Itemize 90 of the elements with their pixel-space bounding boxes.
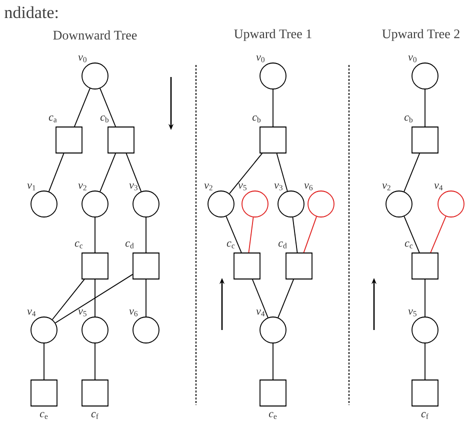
- connector-line: [424, 343, 426, 380]
- connector-line: [272, 89, 274, 127]
- square-node: [412, 126, 438, 154]
- heading: Upward Tree 1: [234, 29, 312, 41]
- heading: Upward Tree 2: [382, 29, 460, 41]
- square-node: [412, 252, 438, 280]
- node-label: v$_{1}$: [27, 184, 36, 190]
- square-node: [260, 126, 286, 154]
- node-label: v$_{3}$: [129, 184, 138, 190]
- node-label: c$_{f}$: [421, 412, 428, 419]
- connector-line: [252, 279, 268, 318]
- node-label: c$_{d}$: [278, 241, 287, 248]
- node-label: c$_{b}$: [404, 115, 413, 122]
- node-label: c$_{a}$: [48, 115, 57, 122]
- connector-line: [226, 216, 242, 253]
- connector-line: [100, 88, 116, 127]
- connector-line: [424, 89, 426, 127]
- node-label: v$_{5}$: [78, 310, 86, 316]
- node-label: v$_{4}$: [434, 184, 443, 190]
- square-node: [30, 380, 58, 406]
- circle-node: [82, 62, 108, 90]
- circle-node: [386, 190, 412, 218]
- connector-line: [48, 153, 64, 192]
- circle-node: [412, 316, 438, 344]
- node-label: c$_{d}$: [125, 241, 134, 248]
- square-node: [82, 252, 108, 280]
- connector-line: [276, 153, 288, 192]
- node-label: c$_{e}$: [40, 412, 48, 419]
- node-label: v$_{2}$: [78, 184, 86, 190]
- circle-node: [242, 190, 268, 218]
- connector-line: [74, 88, 90, 127]
- connector-line: [54, 274, 133, 324]
- square-node: [82, 380, 108, 406]
- square-node: [56, 126, 82, 154]
- heading: Downward Tree: [53, 30, 137, 40]
- circle-node: [308, 190, 334, 218]
- connector-line: [126, 153, 142, 192]
- node-label: c$_{b}$: [252, 115, 261, 122]
- connector-line: [100, 153, 116, 192]
- heading: ndidate:: [4, 6, 58, 18]
- node-label: v$_{4}$: [27, 310, 36, 316]
- node-label: v$_{6}$: [129, 310, 138, 316]
- node-label: v$_{0}$: [256, 56, 264, 62]
- connector-line: [292, 216, 298, 253]
- connector-line: [229, 153, 263, 194]
- connector-line: [303, 216, 317, 253]
- circle-node: [132, 190, 160, 218]
- circle-node: [438, 190, 464, 218]
- node-label: c$_{c}$: [226, 241, 235, 248]
- node-label: c$_{b}$: [100, 115, 109, 122]
- circle-node: [82, 190, 108, 218]
- connector-line: [404, 216, 420, 253]
- square-node: [260, 380, 286, 406]
- connector-line: [404, 153, 420, 192]
- node-label: v$_{4}$: [256, 310, 265, 316]
- node-label: v$_{2}$: [204, 184, 212, 190]
- connector-line: [424, 279, 426, 317]
- node-label: v$_{3}$: [274, 184, 282, 190]
- node-label: v$_{0}$: [78, 56, 86, 62]
- node-label: v$_{6}$: [304, 184, 313, 190]
- connector-line: [94, 217, 96, 253]
- circle-node: [412, 62, 438, 90]
- circle-node: [82, 316, 108, 344]
- square-node: [412, 380, 438, 406]
- connector-line: [430, 216, 446, 253]
- node-label: c$_{c}$: [404, 241, 413, 248]
- node-label: v$_{0}$: [408, 56, 416, 62]
- node-label: c$_{f}$: [91, 412, 98, 419]
- connector-line: [94, 343, 96, 380]
- circle-node: [278, 190, 304, 218]
- circle-node: [30, 190, 58, 218]
- circle-node: [208, 190, 234, 218]
- circle-node: [260, 316, 286, 344]
- node-label: c$_{c}$: [74, 241, 83, 248]
- square-node: [286, 252, 312, 280]
- connector-line: [94, 279, 96, 317]
- node-label: v$_{2}$: [382, 184, 390, 190]
- connector-line: [52, 279, 85, 320]
- connector-line: [248, 216, 254, 253]
- circle-node: [30, 316, 58, 344]
- square-node: [108, 126, 134, 154]
- node-label: v$_{5}$: [238, 184, 246, 190]
- square-node: [234, 252, 260, 280]
- square-node: [132, 252, 160, 280]
- circle-node: [260, 62, 286, 90]
- node-label: c$_{e}$: [268, 412, 277, 419]
- circle-node: [132, 316, 160, 344]
- node-label: v$_{5}$: [408, 310, 416, 316]
- connector-line: [272, 343, 274, 380]
- connector-line: [278, 279, 294, 318]
